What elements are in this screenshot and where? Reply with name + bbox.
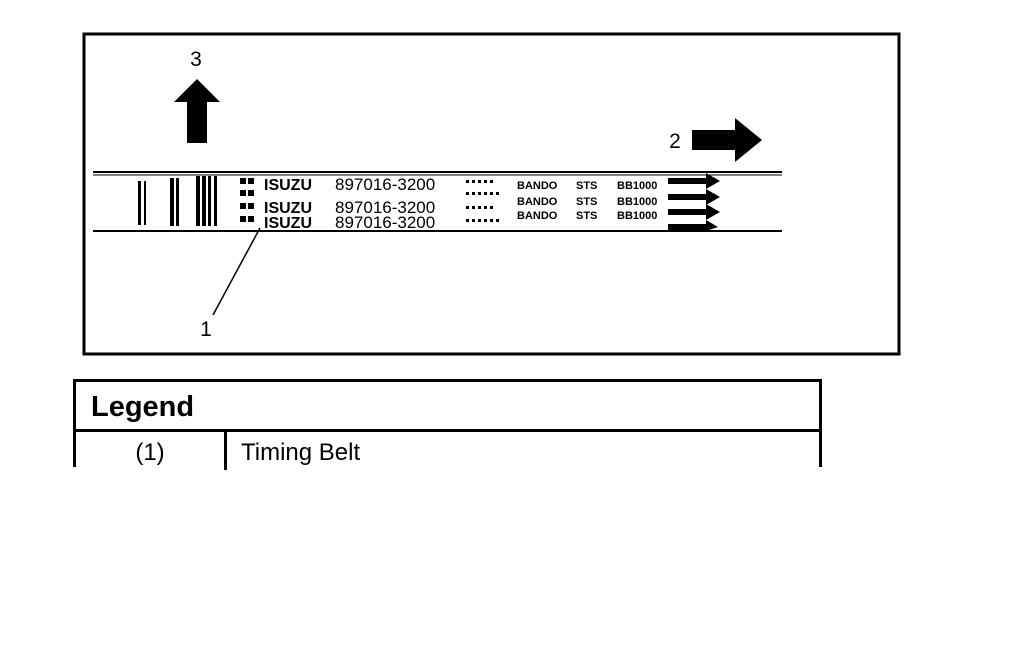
- belt-size: BB1000: [617, 180, 657, 192]
- belt-maker: BANDO: [517, 210, 558, 222]
- belt-size: BB1000: [617, 196, 657, 208]
- legend-key: (1): [76, 432, 227, 470]
- legend-row: (1) Timing Belt: [76, 432, 819, 470]
- callout-3: 3: [190, 48, 202, 71]
- belt-print-row-2: ISUZU 897016-3200 BANDO STS BB1000: [264, 196, 657, 217]
- callout-1: 1: [200, 318, 212, 341]
- belt-print-marks: [138, 176, 499, 226]
- belt-part-number: 897016-3200: [335, 213, 435, 232]
- up-arrow-icon: [174, 79, 220, 143]
- right-arrow-icon: [692, 118, 762, 162]
- belt-maker: BANDO: [517, 196, 558, 208]
- belt-part-number: 897016-3200: [335, 175, 435, 194]
- callout-2: 2: [669, 130, 681, 153]
- legend-title: Legend: [76, 382, 819, 432]
- belt-brand: ISUZU: [264, 215, 312, 232]
- timing-belt: ISUZU 897016-3200 BANDO STS BB1000 ISUZU…: [93, 171, 782, 232]
- belt-maker: BANDO: [517, 180, 558, 192]
- belt-code: STS: [576, 210, 597, 222]
- belt-part-number: 897016-3200: [335, 198, 435, 217]
- belt-direction-arrows-icon: [668, 173, 720, 231]
- legend-table: Legend (1) Timing Belt: [73, 379, 822, 470]
- belt-size: BB1000: [617, 210, 657, 222]
- belt-brand: ISUZU: [264, 177, 312, 194]
- legend-value: Timing Belt: [241, 439, 361, 466]
- belt-brand: ISUZU: [264, 200, 312, 217]
- belt-code: STS: [576, 196, 597, 208]
- belt-code: STS: [576, 180, 597, 192]
- figure-frame: [82, 32, 901, 356]
- belt-print-row-3: ISUZU 897016-3200 BANDO STS BB1000: [264, 210, 657, 232]
- belt-print-row-1: ISUZU 897016-3200 BANDO STS BB1000: [264, 175, 657, 194]
- callout-1-leader: [212, 227, 261, 316]
